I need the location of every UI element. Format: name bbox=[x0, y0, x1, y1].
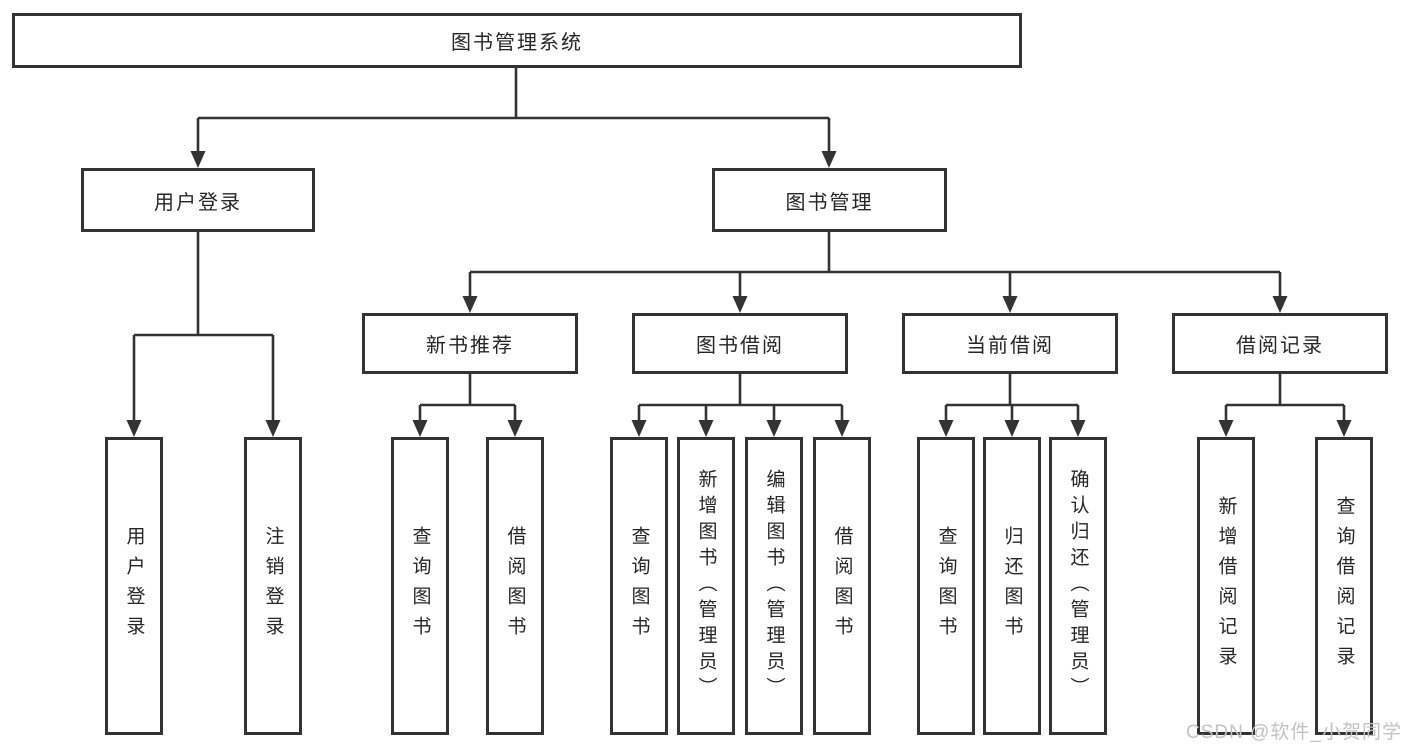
node-book-borrowing: 图书借阅 bbox=[632, 313, 848, 374]
leaf-query-borrow-record: 查询借阅记录 bbox=[1315, 437, 1373, 735]
node-book-management: 图书管理 bbox=[712, 168, 947, 232]
leaf-query-books-current: 查询图书 bbox=[917, 437, 975, 735]
node-user-login: 用户登录 bbox=[81, 168, 315, 232]
node-library-management-system: 图书管理系统 bbox=[12, 13, 1022, 68]
leaf-borrow-books-recommend: 借阅图书 bbox=[486, 437, 544, 735]
leaf-add-borrow-record: 新增借阅记录 bbox=[1197, 437, 1255, 735]
leaf-user-login: 用户登录 bbox=[105, 437, 163, 735]
leaf-borrow-books-borrowing: 借阅图书 bbox=[813, 437, 871, 735]
leaf-add-book-admin: 新增图书（管理员） bbox=[677, 437, 735, 735]
leaf-query-books-recommend: 查询图书 bbox=[391, 437, 449, 735]
leaf-return-book: 归还图书 bbox=[983, 437, 1041, 735]
leaf-confirm-return-admin: 确认归还（管理员） bbox=[1049, 437, 1107, 735]
csdn-watermark: CSDN @软件_小贺同学 bbox=[1186, 722, 1402, 743]
leaf-query-books-borrowing: 查询图书 bbox=[610, 437, 668, 735]
leaf-logout: 注销登录 bbox=[244, 437, 302, 735]
leaf-edit-book-admin: 编辑图书（管理员） bbox=[745, 437, 803, 735]
node-new-book-recommendation: 新书推荐 bbox=[362, 313, 578, 374]
node-current-borrowing: 当前借阅 bbox=[902, 313, 1118, 374]
node-borrowing-records: 借阅记录 bbox=[1172, 313, 1388, 374]
